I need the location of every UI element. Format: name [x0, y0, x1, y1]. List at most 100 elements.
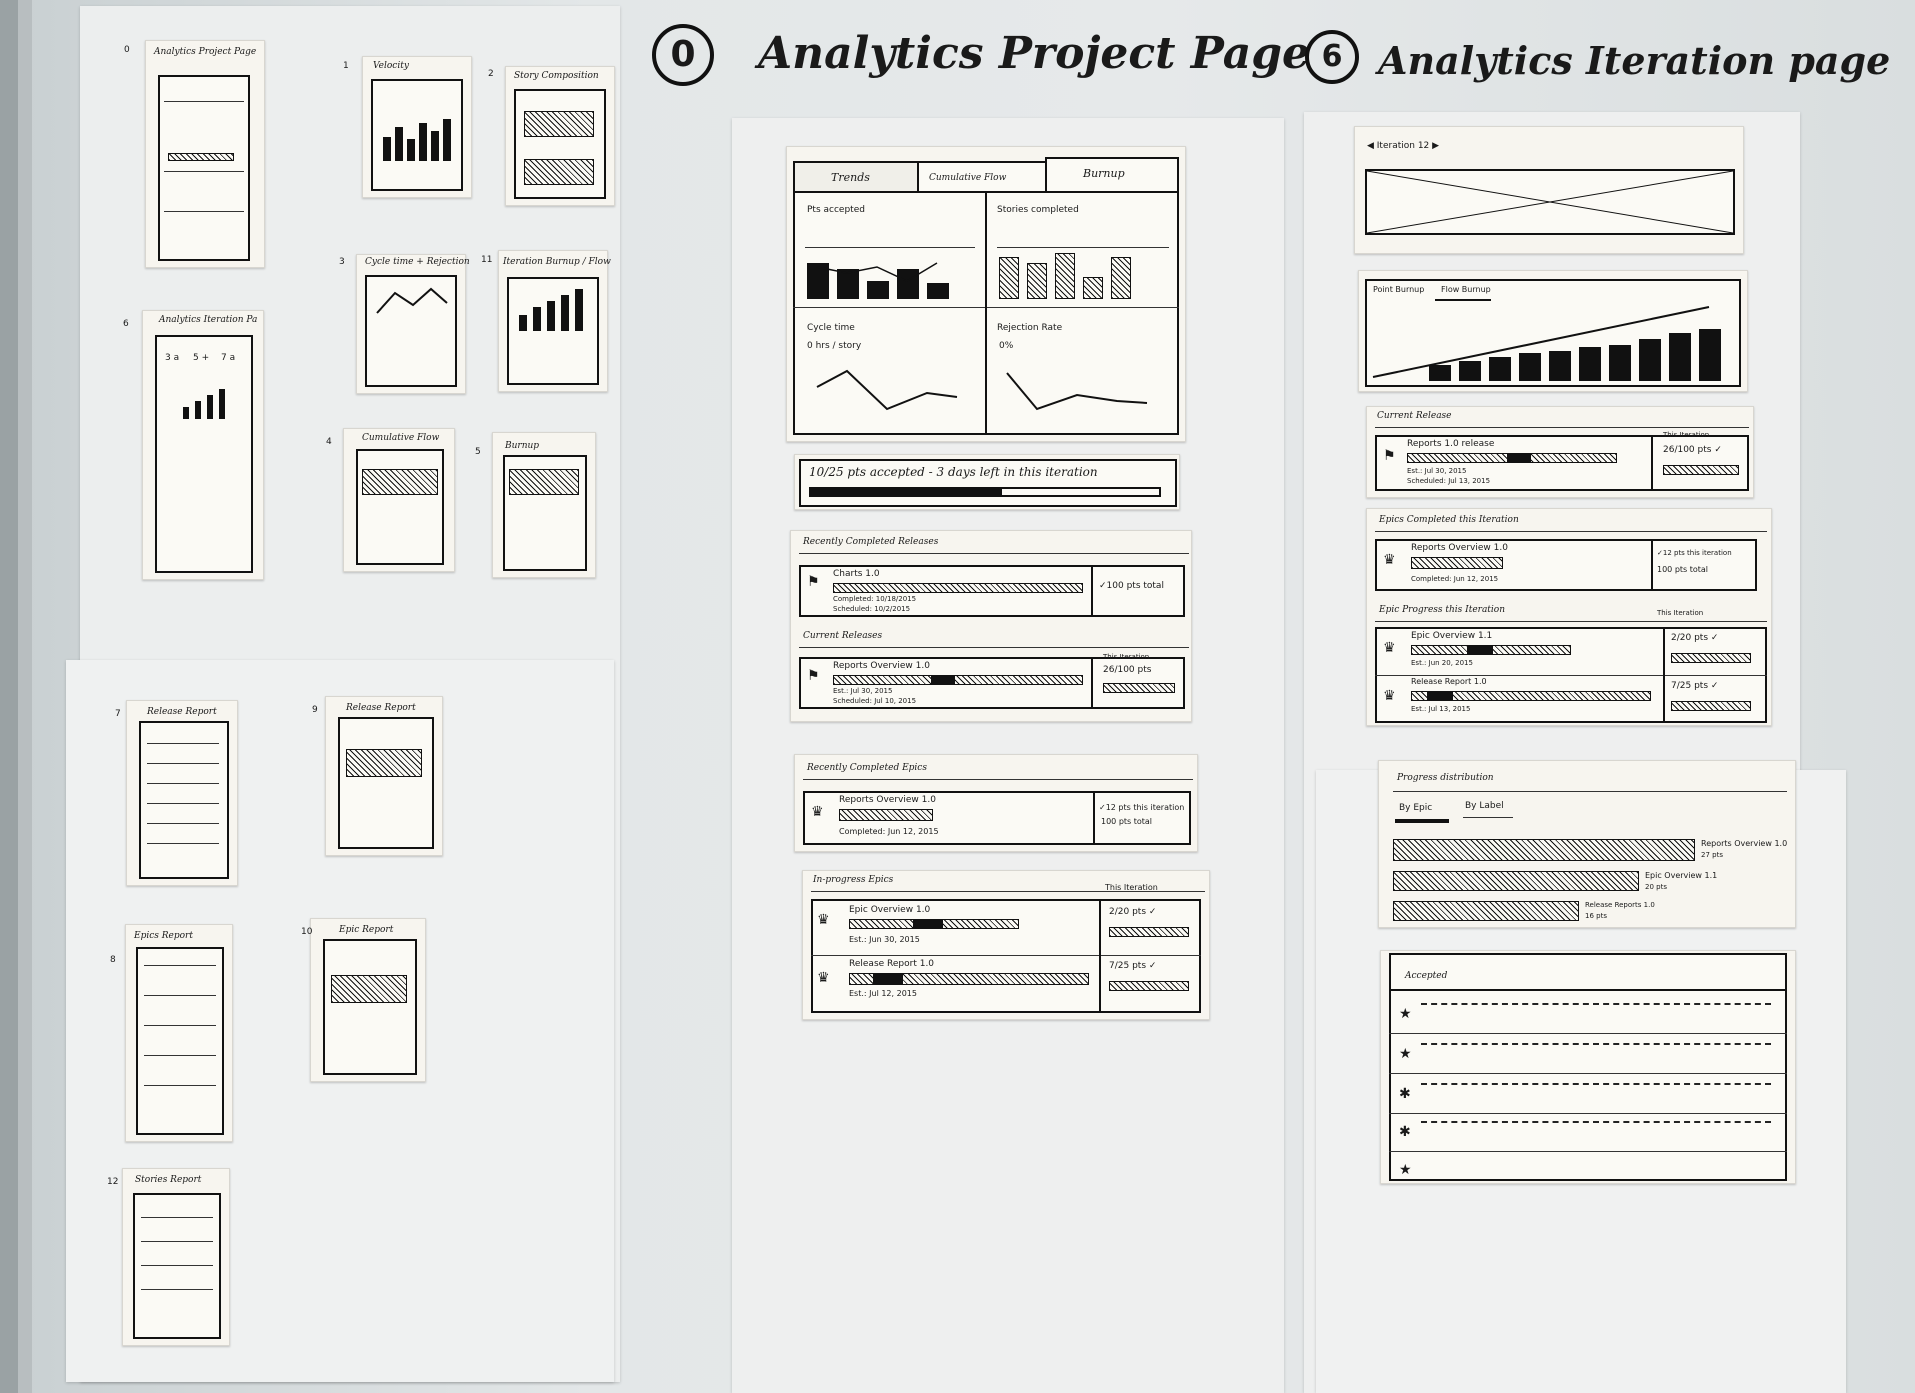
burnup-bar	[1669, 333, 1691, 381]
release-est: Est.: Jul 30, 2015	[1407, 467, 1467, 475]
epic-est: Est.: Jul 12, 2015	[849, 989, 917, 998]
tab-flow-burnup[interactable]: Flow Burnup	[1441, 285, 1491, 294]
thumb-number: 0	[124, 45, 130, 55]
inprogress-epics-card: In-progress Epics This Iteration ♛ Epic …	[802, 870, 1210, 1020]
epic-completed: Completed: Jun 12, 2015	[1411, 575, 1499, 583]
accepted-heading: Accepted	[1405, 971, 1448, 981]
thumb-number: 5	[475, 447, 481, 457]
thumb-burnup: 5 Burnup	[475, 432, 596, 578]
project-page-title: Analytics Project Page	[758, 28, 1310, 79]
trends-card: Trends Cumulative Flow Burnup Pts accept…	[786, 146, 1186, 442]
recent-epics-heading: Recently Completed Epics	[807, 763, 927, 773]
burnup-bar	[1459, 361, 1481, 381]
tab-burnup[interactable]: Burnup	[1045, 157, 1179, 193]
thumb-title: Iteration Burnup / Flow	[503, 257, 611, 267]
velocity-bar	[867, 281, 889, 299]
pts-accepted-label: Pts accepted	[807, 205, 865, 215]
release-name: Reports 1.0 release	[1407, 439, 1495, 449]
inprogress-heading: In-progress Epics	[813, 875, 894, 885]
story-bar	[1027, 263, 1047, 299]
tab-by-label[interactable]: By Label	[1465, 801, 1504, 811]
accepted-card: Accepted ★ ★ ✱ ✱ ★	[1380, 950, 1796, 1184]
this-iteration-label: This Iteration	[1663, 431, 1710, 439]
tab-trends[interactable]: Trends	[793, 161, 919, 193]
story-bar	[1083, 277, 1103, 299]
tab-cumulative-flow[interactable]: Cumulative Flow	[917, 161, 1047, 193]
cycle-time-label: Cycle time	[807, 323, 855, 333]
project-page-number: 0	[652, 24, 714, 86]
thumb-iteration-page: 6 Analytics Iteration Pa 3 a 5 + 7 a	[123, 310, 264, 580]
thumb-story-composition: 2 Story Composition	[488, 66, 615, 206]
epic-pts: 7/25 pts ✓	[1109, 961, 1157, 971]
release-name: Reports Overview 1.0	[833, 661, 930, 671]
thumb-epic-report: 10 Epic Report	[301, 918, 426, 1082]
epic-name: Reports Overview 1.0	[839, 795, 936, 805]
thumb-project-page: 0 Analytics Project Page	[124, 40, 265, 268]
epic-total: 100 pts total	[1657, 565, 1709, 574]
bug-icon: ✱	[1399, 1124, 1411, 1140]
release-name: Charts 1.0	[833, 569, 880, 579]
epics-completed-heading: Epics Completed this Iteration	[1379, 515, 1519, 525]
release-est: Est.: Jul 30, 2015	[833, 687, 893, 695]
star-icon: ★	[1399, 1006, 1412, 1022]
trophy-icon: ♛	[1383, 688, 1396, 704]
tab-by-epic[interactable]: By Epic	[1399, 803, 1433, 813]
bug-icon: ✱	[1399, 1086, 1411, 1102]
epic-est: Est.: Jun 20, 2015	[1411, 659, 1473, 667]
distribution-pts: 20 pts	[1645, 883, 1667, 891]
thumb-title: Cumulative Flow	[362, 433, 440, 443]
thumb-number: 8	[110, 955, 116, 965]
flag-icon: ⚑	[807, 668, 820, 684]
distribution-name: Release Reports 1.0	[1585, 901, 1655, 909]
rejection-rate-label: Rejection Rate	[997, 323, 1063, 333]
epic-pts: 2/20 pts ✓	[1671, 633, 1719, 643]
burnup-bar	[1519, 353, 1541, 381]
trophy-icon: ♛	[817, 970, 830, 986]
current-releases-heading: Current Releases	[803, 631, 883, 641]
burnup-bar	[1609, 345, 1631, 381]
thumb-epics-report: 8 Epics Report	[110, 924, 233, 1142]
iteration-page-title: Analytics Iteration page	[1378, 38, 1891, 83]
flag-icon: ⚑	[807, 574, 820, 590]
thumb-cycle-time: 3 Cycle time + Rejection	[339, 254, 470, 394]
thumb-title: Story Composition	[514, 71, 599, 81]
thumb-title: Burnup	[505, 441, 540, 451]
thumb-release-report: 7 Release Report	[115, 700, 238, 886]
velocity-bar	[837, 269, 859, 299]
epic-progress-heading: Epic Progress this Iteration	[1379, 605, 1506, 615]
distribution-pts: 16 pts	[1585, 912, 1607, 920]
burnup-bar	[1699, 329, 1721, 381]
epic-name: Release Report 1.0	[1411, 677, 1487, 686]
flag-icon: ⚑	[1383, 448, 1396, 464]
release-scheduled: Scheduled: Jul 13, 2015	[1407, 477, 1491, 485]
trophy-icon: ♛	[811, 804, 824, 820]
rejection-rate-value: 0%	[999, 341, 1014, 351]
thumb-title: Cycle time + Rejection	[365, 257, 470, 267]
releases-card: Recently Completed Releases ⚑ Charts 1.0…	[790, 530, 1192, 722]
release-scheduled: Scheduled: 10/2/2015	[833, 605, 911, 613]
stories-completed-label: Stories completed	[997, 205, 1079, 215]
thumb-title: Analytics Project Page	[154, 47, 257, 57]
burnup-bar	[1579, 347, 1601, 381]
iteration-header-card: ◀ Iteration 12 ▶	[1354, 126, 1744, 254]
thumb-velocity: 1 Velocity	[343, 56, 472, 198]
this-iteration-label: This Iteration	[1103, 653, 1150, 661]
thumb-number: 7	[115, 709, 121, 719]
story-bar	[1111, 257, 1131, 299]
trophy-icon: ♛	[1383, 552, 1396, 568]
recent-releases-heading: Recently Completed Releases	[803, 537, 939, 547]
burnup-bar	[1489, 357, 1511, 381]
burnup-bar	[1639, 339, 1661, 381]
thumb-number: 3	[339, 257, 345, 267]
thumb-title: Epics Report	[134, 931, 193, 941]
thumb-release-report-2: 9 Release Report	[312, 696, 443, 856]
epic-pts: 7/25 pts ✓	[1671, 681, 1719, 691]
epic-est: Est.: Jul 13, 2015	[1411, 705, 1471, 713]
distribution-bar	[1393, 871, 1639, 891]
this-iteration-label: This Iteration	[1657, 609, 1704, 617]
tab-point-burnup[interactable]: Point Burnup	[1373, 285, 1425, 294]
velocity-bar	[807, 263, 829, 299]
image-placeholder	[1365, 169, 1735, 235]
release-total: ✓100 pts total	[1099, 581, 1164, 591]
iteration-nav[interactable]: ◀ Iteration 12 ▶	[1367, 141, 1440, 151]
